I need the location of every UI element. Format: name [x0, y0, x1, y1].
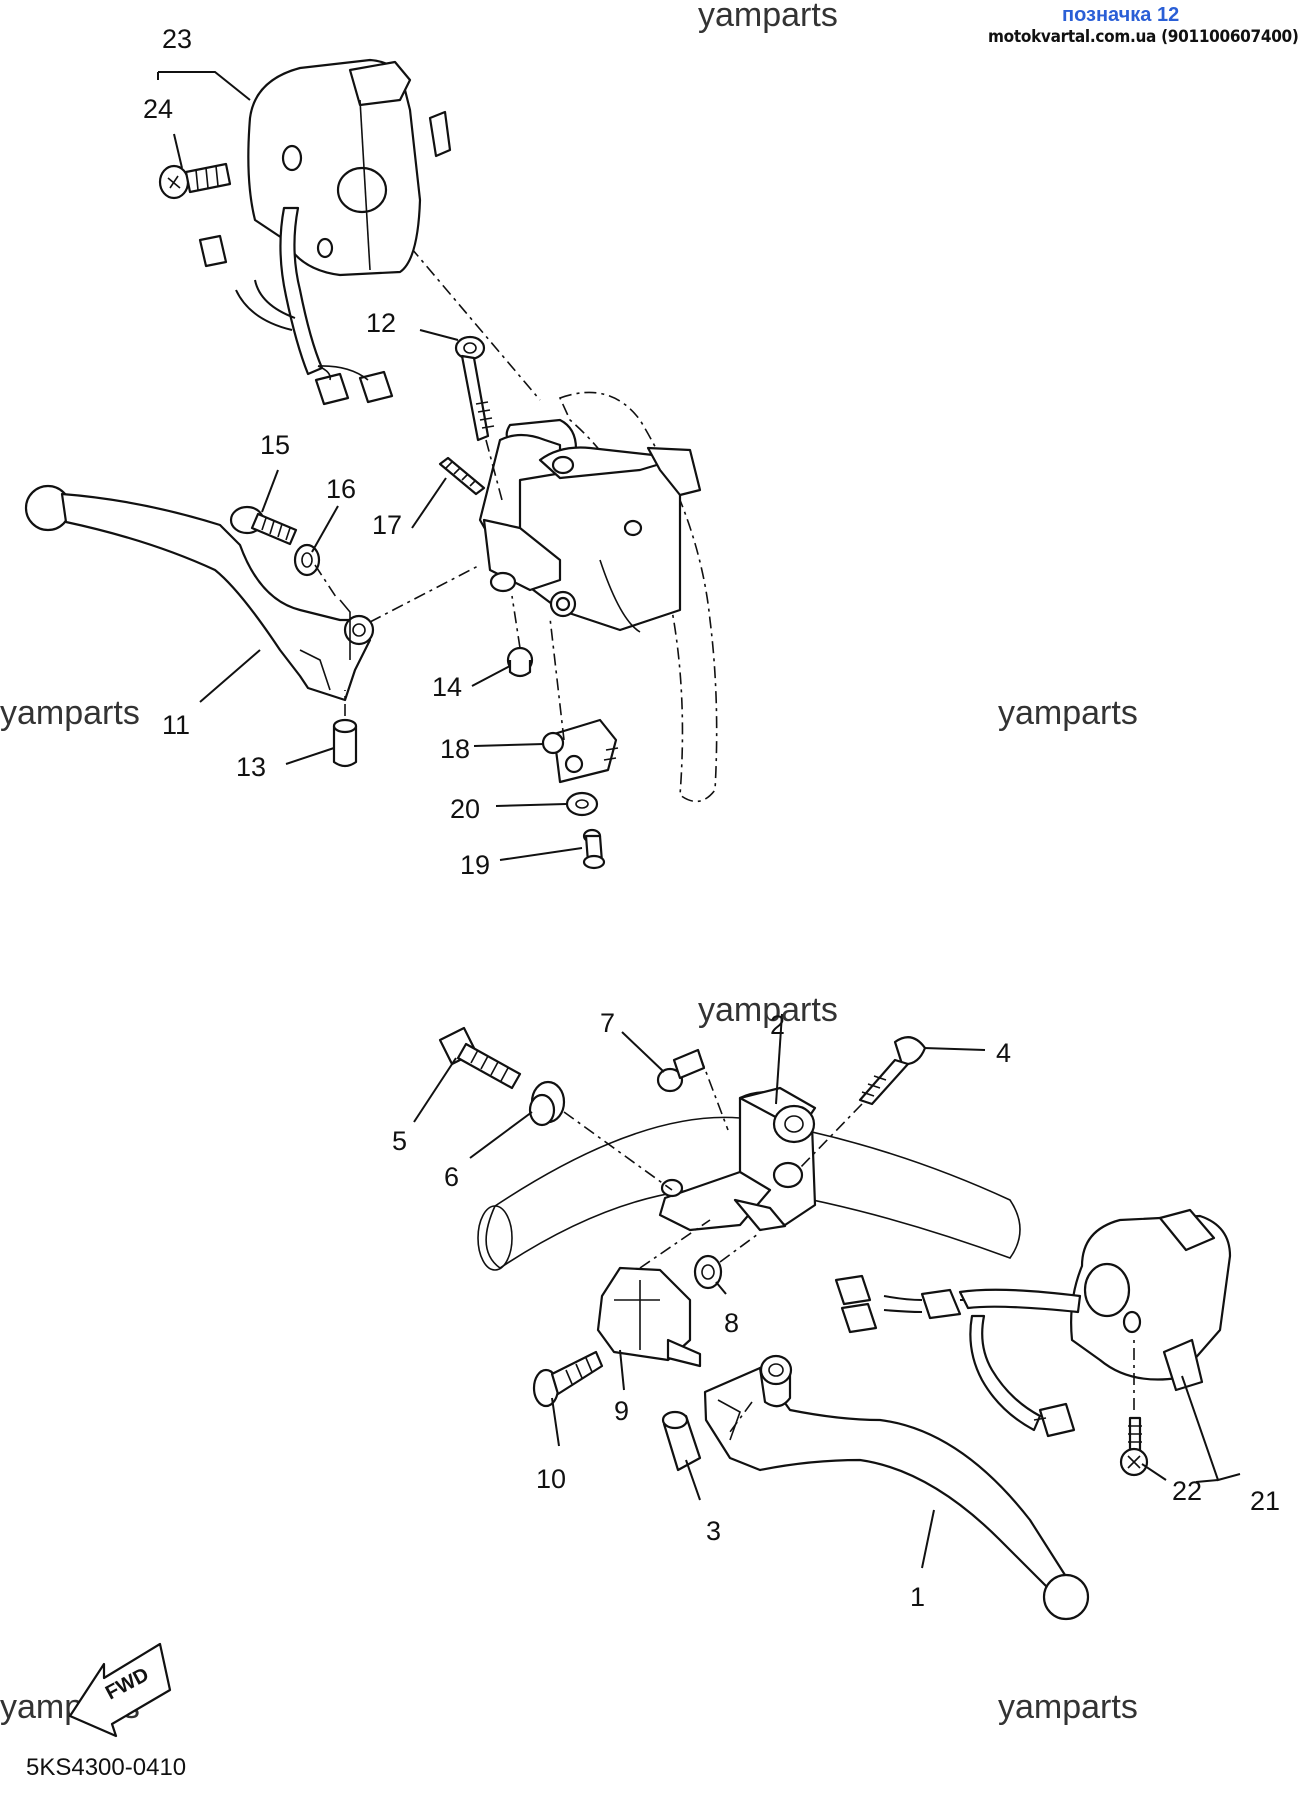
handlebar-switch-left [247, 58, 452, 277]
lever-holder-upper [478, 418, 702, 633]
callout-10: 10 [536, 1464, 566, 1494]
watermark: yamparts [998, 1688, 1138, 1726]
nut-8 [693, 1233, 759, 1290]
watermark: yamparts [698, 0, 838, 34]
upper-assembly [24, 58, 718, 870]
switch-wiring-right [834, 1274, 1082, 1438]
adjuster-17 [438, 456, 486, 496]
callout-8: 8 [724, 1308, 739, 1338]
forward-arrow: FWD [68, 1642, 172, 1738]
callout-17: 17 [372, 510, 402, 540]
watermark: yamparts [698, 991, 838, 1029]
screw-24 [158, 162, 232, 200]
callout-4: 4 [996, 1038, 1011, 1068]
leader-lines [157, 71, 1241, 1569]
bolt-5 [438, 1026, 522, 1090]
brake-master-holder-2 [658, 1086, 817, 1232]
callout-23: 23 [162, 24, 192, 54]
callout-22: 22 [1172, 1476, 1202, 1506]
callout-20: 20 [450, 794, 480, 824]
switch-wiring [198, 206, 394, 406]
callout-11: 11 [162, 710, 190, 740]
diagram-code: 5KS4300-0410 [26, 1754, 187, 1781]
callout-numbers: 23 24 12 15 16 17 11 13 14 18 20 19 7 2 … [143, 24, 1280, 1612]
center-line [361, 189, 541, 401]
watermark: yamparts [0, 694, 140, 732]
screw-10 [532, 1350, 604, 1408]
washer-20 [565, 791, 599, 817]
screw-22 [1119, 1340, 1149, 1477]
callout-18: 18 [440, 734, 470, 764]
nut-16 [293, 543, 339, 601]
brake-switch-9 [596, 1219, 711, 1368]
callout-15: 15 [260, 430, 290, 460]
bolt-4 [799, 1036, 927, 1169]
callout-19: 19 [460, 850, 490, 880]
brake-lever-1 [703, 1354, 1090, 1621]
callout-5: 5 [392, 1126, 407, 1156]
lower-assembly [438, 1026, 1232, 1621]
source-caption: motokvartal.com.ua (901100607400) [988, 27, 1299, 47]
nut-6 [528, 1080, 673, 1191]
screw-19 [582, 828, 606, 870]
callout-14: 14 [432, 672, 462, 702]
collar-3 [661, 1410, 702, 1472]
watermark: yamparts [998, 694, 1138, 732]
screw-7 [656, 1048, 729, 1131]
collar-13 [332, 690, 358, 768]
callout-6: 6 [444, 1162, 459, 1192]
bolt-15 [229, 505, 298, 546]
callout-7: 7 [600, 1008, 615, 1038]
callout-2: 2 [770, 1010, 785, 1040]
clutch-switch-18 [541, 617, 619, 784]
callout-24: 24 [143, 94, 173, 124]
page-label: позначка 12 [1062, 4, 1180, 26]
clutch-lever-11 [24, 484, 481, 702]
nut-14 [506, 595, 534, 678]
handlebar-pipe [485, 1116, 1021, 1269]
callout-9: 9 [614, 1396, 629, 1426]
callout-12: 12 [366, 308, 396, 338]
callout-1: 1 [910, 1582, 925, 1612]
callout-3: 3 [706, 1516, 721, 1546]
bolt-12 [454, 335, 503, 501]
callout-13: 13 [236, 752, 266, 782]
callout-16: 16 [326, 474, 356, 504]
callout-21: 21 [1250, 1486, 1280, 1516]
